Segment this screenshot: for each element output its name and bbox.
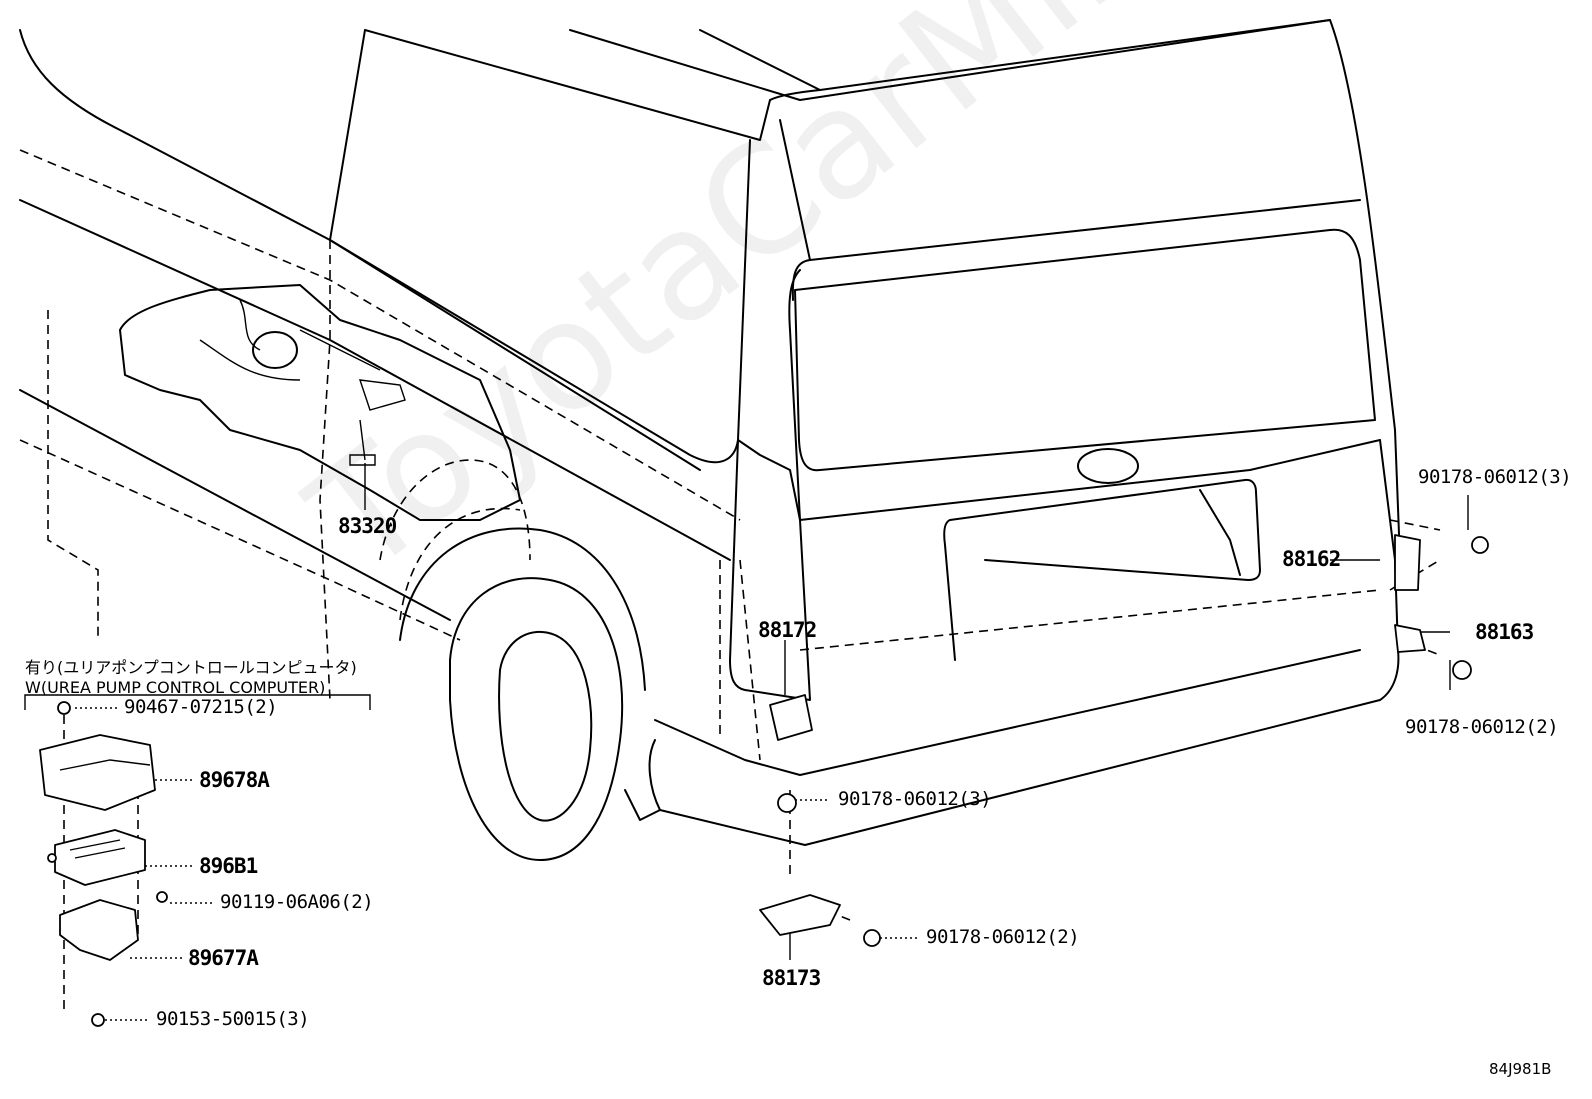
illustration-code: 84J981B [1489, 1060, 1552, 1078]
part-label-88162[interactable]: 88162 [1282, 547, 1341, 571]
part-label-88163[interactable]: 88163 [1475, 620, 1534, 644]
fastener-label-center-nut[interactable]: 90178-06012(3) [838, 788, 992, 810]
fastener-label-bottom-nut[interactable]: 90178-06012(2) [926, 926, 1080, 948]
vehicle-body [19, 19, 1401, 861]
fastener-label-right-bottom[interactable]: 90178-06012(2) [1405, 716, 1559, 738]
fastener-label-right-top[interactable]: 90178-06012(3) [1418, 466, 1572, 488]
fastener-label-90153[interactable]: 90153-50015(3) [156, 1008, 310, 1030]
part-label-89677A[interactable]: 89677A [188, 946, 259, 970]
part-label-88173[interactable]: 88173 [762, 966, 821, 990]
part-label-89678A[interactable]: 89678A [199, 768, 270, 792]
urea-computer-parts [39, 701, 168, 1027]
fuel-tank [119, 284, 521, 521]
note-jp: 有り(ユリアポンプコントロールコンピュータ) [25, 658, 357, 677]
part-label-896B1[interactable]: 896B1 [199, 854, 258, 878]
hidden-lines [19, 149, 1441, 921]
part-label-83320[interactable]: 83320 [338, 514, 397, 538]
note-bracket [24, 694, 371, 710]
note-en: W(UREA PUMP CONTROL COMPUTER) [25, 678, 326, 697]
fastener-label-90467[interactable]: 90467-07215(2) [124, 696, 278, 718]
leader-lines [75, 463, 1469, 1021]
fastener-label-90119[interactable]: 90119-06A06(2) [220, 891, 374, 913]
part-label-88172[interactable]: 88172 [758, 618, 817, 642]
rear-sensor-parts [759, 534, 1489, 947]
